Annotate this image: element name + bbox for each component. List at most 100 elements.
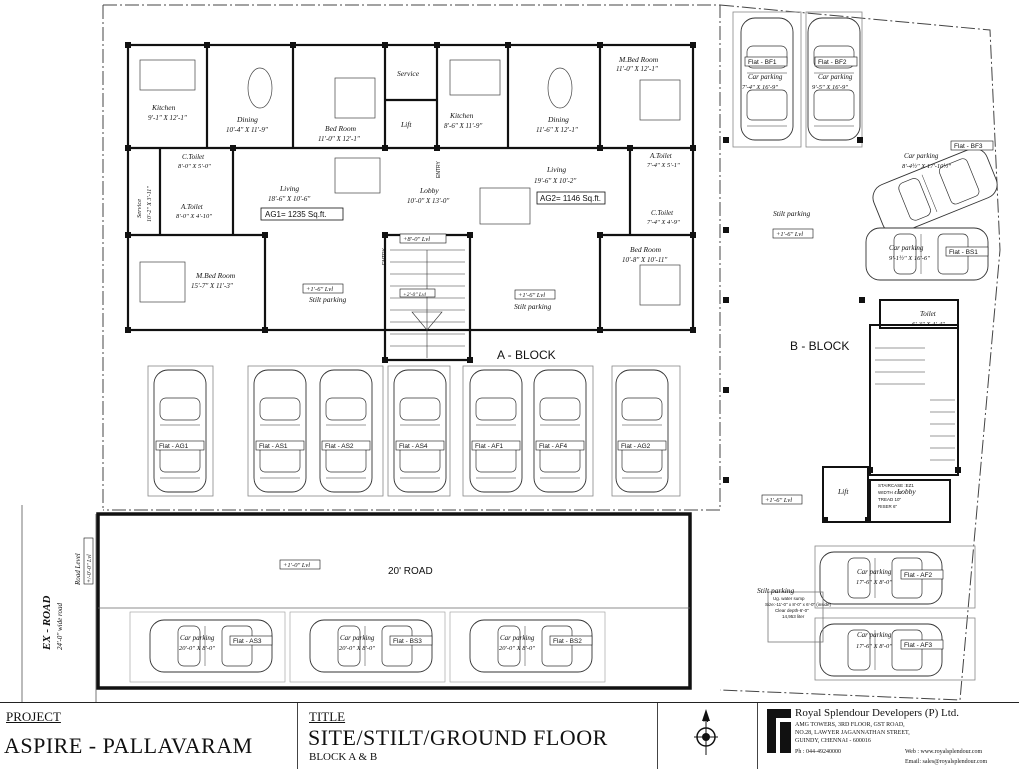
stilt-parking-b: Stilt parking (773, 209, 811, 218)
company-address-2: NO.28, LAWYER JAGANNATHAN STREET, (795, 730, 910, 736)
flat-a-3: Flat - AS4 (399, 443, 428, 450)
column-4 (434, 42, 440, 48)
column-16 (262, 232, 268, 238)
flat-a-4: Flat - AF1 (475, 443, 504, 450)
flat-a-0-box (155, 440, 205, 451)
parked-car-a-5 (533, 369, 587, 493)
company-web: Web : www.royalsplendour.com (905, 749, 983, 755)
sump-note-3: 14,953 liter (782, 614, 805, 619)
north-cell: N (657, 703, 758, 769)
dim-bs1: 9'-1½" X 16'-6" (889, 255, 930, 262)
road-level-value: +/-0'-0" Lvl (87, 554, 93, 583)
stilt-parking-a1: Stilt parking (309, 295, 347, 304)
dim-living-1: 18'-6" X 10'-6" (268, 195, 310, 203)
label-lift-b: Lift (837, 487, 849, 496)
ex-road-label: EX - ROAD (41, 596, 53, 651)
road-label: 20' ROAD (388, 566, 433, 577)
label-lift-1: Lift (400, 120, 412, 129)
dim-dining-1: 10'-4" X 11'-9" (226, 126, 268, 134)
flat-a-0: Flat - AG1 (159, 443, 189, 450)
a-stilt-bays (147, 365, 681, 497)
flat-a-2: Flat - AS2 (325, 443, 354, 450)
flat-bf1: Flat - BF1 (748, 59, 777, 66)
dim-kitchen-1: 9'-1" X 12'-1" (148, 114, 187, 122)
level-box-8 (399, 233, 447, 244)
internal-road (96, 512, 692, 690)
dim-toilet-b: 6'-3" X 4'-4" (912, 321, 945, 328)
column-30 (723, 387, 729, 393)
staircase-note-2: TREAD 10" (878, 497, 902, 502)
column-34 (867, 467, 873, 473)
column-37 (865, 517, 871, 523)
dim-bf1: 7'-4" X 16'-9" (742, 84, 778, 91)
cp-bottom-1: Car parking (340, 634, 375, 642)
cp-bottom-0: Car parking (180, 634, 215, 642)
title-cell: TITLE SITE/STILT/GROUND FLOOR BLOCK A & … (297, 703, 658, 769)
dim-bedroom-1: 11'-0" X 12'-1" (318, 135, 360, 143)
label-dining-1: Dining (236, 115, 258, 124)
dim-mbedroom-1: 15'-7" X 11'-3" (191, 282, 233, 290)
level-a1: +1'-6" Lvl (306, 286, 333, 293)
flat-a-5: Flat - AF4 (539, 443, 568, 450)
cp-bs1: Car parking (889, 244, 924, 252)
furniture (139, 59, 681, 306)
label-ctoilet-1: C.Toilet (182, 153, 205, 161)
flat-a-5-box (535, 440, 585, 451)
label-kitchen-2: Kitchen (449, 111, 474, 120)
column-17 (382, 232, 388, 238)
flat-bf3: Flat - BF3 (954, 143, 983, 150)
dim-ctoilet-1: 8'-0" X 5'-0" (178, 163, 211, 170)
column-21 (125, 327, 131, 333)
b-block-stair (875, 347, 955, 461)
parked-car-a-0 (153, 369, 207, 493)
sump-note-2: Clear depth-6'-0" (775, 608, 809, 613)
label-entry-2: ENTRY (382, 247, 388, 265)
title-label: TITLE (309, 709, 346, 724)
cp-bottom-2: Car parking (500, 634, 535, 642)
flat-bf2: Flat - BF2 (818, 59, 847, 66)
label-lobby-1: Lobby (419, 186, 439, 195)
cp-bf3: Car parking (904, 152, 939, 160)
dim-atoilet-1: 8'-0" X 4'-10" (176, 213, 212, 220)
column-3 (382, 42, 388, 48)
dim-dining-2: 11'-6" X 12'-1" (536, 126, 578, 134)
column-27 (723, 137, 729, 143)
a-block-cars (153, 369, 669, 493)
label-kitchen-1: Kitchen (151, 103, 176, 112)
parked-car-a-1 (253, 369, 307, 493)
site-boundary (102, 4, 1001, 701)
a-block-stair (390, 249, 465, 358)
level-road: +1'-0" Lvl (283, 562, 310, 569)
label-mbedroom-2: M.Bed Room (618, 55, 659, 64)
parked-car-a-4 (469, 369, 523, 493)
label-service-1: Service (397, 69, 420, 78)
label-living-1: Living (279, 184, 299, 193)
dim-kitchen-2: 8'-6" X 11'-9" (444, 122, 482, 130)
stilt-parking-a2: Stilt parking (514, 302, 552, 311)
dim-mbedroom-2: 11'-0" X 12'-1" (616, 65, 658, 73)
b-block-title: B - BLOCK (790, 339, 849, 353)
staircase-note-3: RISER 6" (878, 504, 898, 509)
staircase-note-1: WIDTH 4'-0" (878, 490, 903, 495)
cp-bf2: Car parking (818, 73, 853, 81)
company-cell: Royal Splendour Developers (P) Ltd. AMG … (757, 703, 1019, 769)
column-35 (955, 467, 961, 473)
company-logo (767, 709, 791, 753)
column-20 (690, 232, 696, 238)
project-name: ASPIRE - PALLAVARAM (4, 733, 253, 758)
b-block-walls (822, 299, 959, 523)
label-mbedroom-1: M.Bed Room (195, 271, 236, 280)
column-33 (859, 297, 865, 303)
column-14 (690, 145, 696, 151)
flat-a-6-box (617, 440, 667, 451)
flat-a-2-box (321, 440, 371, 451)
dim-af2: 17'-6" X 8'-0" (856, 579, 892, 586)
column-28 (723, 227, 729, 233)
b-bottom-labels: Car parking 17'-6" X 8'-0" Flat - AF2 Ca… (757, 568, 944, 650)
floor-plan: Kitchen 9'-1" X 12'-1" Dining 10'-4" X 1… (21, 4, 1002, 702)
ex-road-width: 24'-0" wide road (56, 603, 64, 650)
dim-lobby-1: 10'-0" X 13'-0" (407, 197, 449, 205)
column-7 (690, 42, 696, 48)
